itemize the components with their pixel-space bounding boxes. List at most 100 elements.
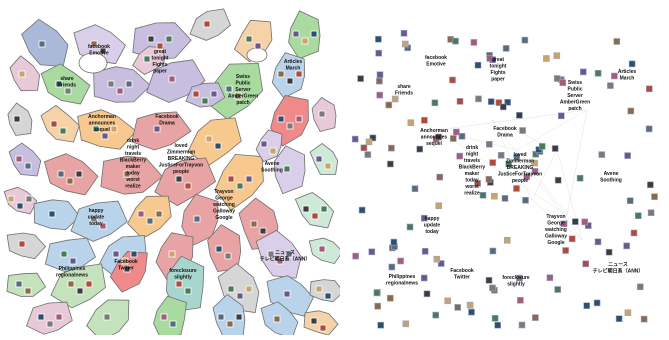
photo-thumbnail-icon[interactable] bbox=[492, 315, 498, 321]
photo-thumbnail-icon[interactable] bbox=[246, 176, 252, 182]
photo-thumbnail-icon[interactable] bbox=[293, 31, 299, 37]
photo-thumbnail-icon[interactable] bbox=[274, 316, 280, 322]
photo-thumbnail-icon[interactable] bbox=[453, 38, 459, 44]
photo-thumbnail-icon[interactable] bbox=[532, 315, 538, 321]
photo-thumbnail-icon[interactable] bbox=[488, 99, 494, 105]
photo-thumbnail-icon[interactable] bbox=[104, 314, 110, 320]
photo-thumbnail-icon[interactable] bbox=[202, 98, 208, 104]
photo-thumbnail-icon[interactable] bbox=[68, 281, 74, 287]
photo-thumbnail-icon[interactable] bbox=[563, 248, 569, 254]
photo-thumbnail-icon[interactable] bbox=[459, 133, 465, 139]
photo-thumbnail-icon[interactable] bbox=[303, 206, 309, 212]
photo-thumbnail-icon[interactable] bbox=[555, 287, 561, 293]
photo-thumbnail-icon[interactable] bbox=[486, 141, 492, 147]
photo-thumbnail-icon[interactable] bbox=[403, 321, 409, 327]
photo-thumbnail-icon[interactable] bbox=[65, 88, 71, 94]
photo-thumbnail-icon[interactable] bbox=[251, 221, 257, 227]
photo-thumbnail-icon[interactable] bbox=[25, 163, 31, 169]
photo-thumbnail-icon[interactable] bbox=[270, 148, 276, 154]
photo-thumbnail-icon[interactable] bbox=[19, 71, 25, 77]
photo-thumbnail-icon[interactable] bbox=[628, 108, 634, 114]
photo-thumbnail-icon[interactable] bbox=[77, 288, 83, 294]
photo-thumbnail-icon[interactable] bbox=[495, 322, 501, 328]
photo-thumbnail-icon[interactable] bbox=[70, 258, 76, 264]
photo-thumbnail-icon[interactable] bbox=[583, 261, 589, 267]
photo-thumbnail-icon[interactable] bbox=[422, 248, 428, 254]
photo-thumbnail-icon[interactable] bbox=[376, 78, 382, 84]
photo-thumbnail-icon[interactable] bbox=[56, 314, 62, 320]
photo-thumbnail-icon[interactable] bbox=[386, 102, 392, 108]
photo-thumbnail-icon[interactable] bbox=[436, 203, 442, 209]
photo-thumbnail-icon[interactable] bbox=[47, 321, 53, 327]
photo-thumbnail-icon[interactable] bbox=[113, 251, 119, 257]
photo-thumbnail-icon[interactable] bbox=[316, 286, 322, 292]
photo-thumbnail-icon[interactable] bbox=[582, 219, 588, 225]
photo-thumbnail-icon[interactable] bbox=[319, 246, 325, 252]
photo-thumbnail-icon[interactable] bbox=[86, 281, 92, 287]
photo-thumbnail-icon[interactable] bbox=[60, 128, 66, 134]
photo-thumbnail-icon[interactable] bbox=[216, 246, 222, 252]
photo-thumbnail-icon[interactable] bbox=[398, 258, 404, 264]
photo-thumbnail-icon[interactable] bbox=[517, 297, 523, 303]
photo-thumbnail-icon[interactable] bbox=[102, 133, 108, 139]
photo-thumbnail-icon[interactable] bbox=[261, 141, 267, 147]
photo-thumbnail-icon[interactable] bbox=[417, 146, 423, 152]
photo-thumbnail-icon[interactable] bbox=[647, 182, 653, 188]
photo-thumbnail-icon[interactable] bbox=[25, 288, 31, 294]
photo-thumbnail-icon[interactable] bbox=[76, 171, 82, 177]
photo-thumbnail-icon[interactable] bbox=[193, 91, 199, 97]
photo-thumbnail-icon[interactable] bbox=[369, 249, 375, 255]
photo-thumbnail-icon[interactable] bbox=[108, 81, 114, 87]
photo-thumbnail-icon[interactable] bbox=[361, 145, 367, 151]
photo-thumbnail-icon[interactable] bbox=[296, 116, 302, 122]
photo-thumbnail-icon[interactable] bbox=[457, 153, 463, 159]
photo-thumbnail-icon[interactable] bbox=[376, 50, 382, 56]
photo-thumbnail-icon[interactable] bbox=[14, 116, 20, 122]
photo-thumbnail-icon[interactable] bbox=[580, 69, 586, 75]
photo-thumbnail-icon[interactable] bbox=[228, 176, 234, 182]
photo-thumbnail-icon[interactable] bbox=[161, 314, 167, 320]
photo-thumbnail-icon[interactable] bbox=[284, 291, 290, 297]
photo-thumbnail-icon[interactable] bbox=[543, 56, 549, 62]
photo-thumbnail-icon[interactable] bbox=[204, 21, 210, 27]
photo-thumbnail-icon[interactable] bbox=[584, 303, 590, 309]
photo-thumbnail-icon[interactable] bbox=[358, 76, 364, 82]
photo-thumbnail-icon[interactable] bbox=[475, 62, 481, 68]
photo-thumbnail-icon[interactable] bbox=[558, 113, 564, 119]
photo-thumbnail-icon[interactable] bbox=[516, 112, 522, 118]
photo-thumbnail-icon[interactable] bbox=[366, 139, 372, 145]
photo-thumbnail-icon[interactable] bbox=[652, 194, 658, 200]
photo-thumbnail-icon[interactable] bbox=[169, 76, 175, 82]
photo-thumbnail-icon[interactable] bbox=[502, 195, 508, 201]
photo-thumbnail-icon[interactable] bbox=[616, 316, 622, 322]
photo-thumbnail-icon[interactable] bbox=[176, 281, 182, 287]
photo-thumbnail-icon[interactable] bbox=[211, 91, 217, 97]
photo-thumbnail-icon[interactable] bbox=[522, 37, 528, 43]
photo-thumbnail-icon[interactable] bbox=[391, 239, 397, 245]
photo-thumbnail-icon[interactable] bbox=[421, 275, 427, 281]
photo-thumbnail-icon[interactable] bbox=[225, 253, 231, 259]
photo-thumbnail-icon[interactable] bbox=[19, 241, 25, 247]
photo-thumbnail-icon[interactable] bbox=[284, 166, 290, 172]
photo-thumbnail-icon[interactable] bbox=[375, 303, 381, 309]
photo-thumbnail-icon[interactable] bbox=[320, 325, 326, 331]
photo-thumbnail-icon[interactable] bbox=[170, 321, 176, 327]
photo-thumbnail-icon[interactable] bbox=[352, 136, 358, 142]
photo-thumbnail-icon[interactable] bbox=[595, 239, 601, 245]
photo-thumbnail-icon[interactable] bbox=[255, 43, 261, 49]
photo-thumbnail-icon[interactable] bbox=[319, 111, 325, 117]
photo-thumbnail-icon[interactable] bbox=[206, 136, 212, 142]
photo-thumbnail-icon[interactable] bbox=[148, 36, 154, 42]
photo-thumbnail-icon[interactable] bbox=[467, 302, 473, 308]
photo-thumbnail-icon[interactable] bbox=[445, 298, 451, 304]
photo-thumbnail-icon[interactable] bbox=[17, 203, 23, 209]
photo-thumbnail-icon[interactable] bbox=[560, 80, 566, 86]
photo-thumbnail-icon[interactable] bbox=[377, 72, 383, 78]
photo-thumbnail-icon[interactable] bbox=[450, 136, 456, 142]
photo-thumbnail-icon[interactable] bbox=[490, 285, 496, 291]
photo-thumbnail-icon[interactable] bbox=[138, 211, 144, 217]
photo-thumbnail-icon[interactable] bbox=[648, 210, 654, 216]
photo-thumbnail-icon[interactable] bbox=[455, 304, 461, 310]
photo-thumbnail-icon[interactable] bbox=[61, 251, 67, 257]
photo-thumbnail-icon[interactable] bbox=[287, 123, 293, 129]
